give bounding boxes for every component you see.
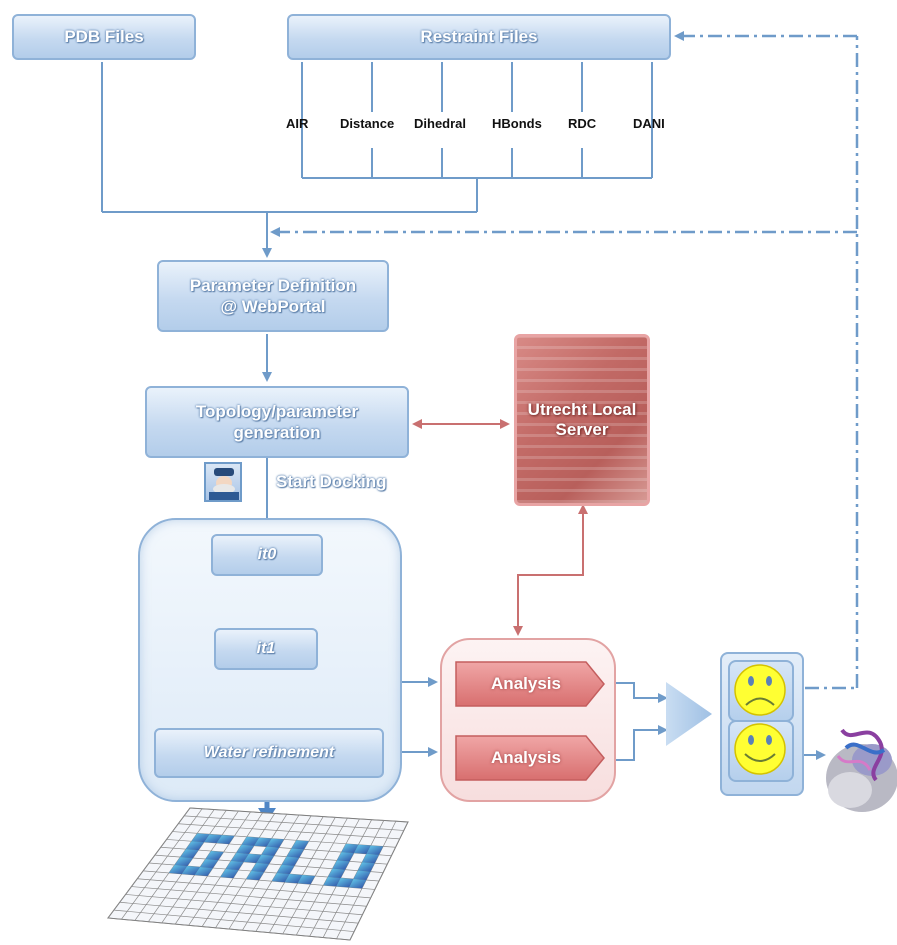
parameter-definition-box: Parameter Definition @ WebPortal: [157, 260, 389, 332]
restraint-tree-lines: [101, 62, 653, 258]
parameter-definition-line2: @ WebPortal: [220, 297, 326, 316]
analysis-arrow-shapes: [455, 661, 605, 781]
server-label-line1: Utrecht Local: [527, 399, 637, 419]
topology-line2: generation: [233, 423, 321, 442]
pdb-files-label: PDB Files: [64, 27, 144, 47]
it1-label: it1: [256, 640, 276, 657]
server-label-line2: Server: [555, 420, 609, 439]
pdb-files-box: PDB Files: [12, 14, 196, 60]
analysis-label-1: Analysis: [491, 674, 561, 693]
it0-label: it0: [257, 546, 277, 563]
analysis-label-2: Analysis: [491, 748, 561, 767]
protein-structure-illustration: [826, 728, 897, 812]
utrecht-local-server: Utrecht Local Server: [514, 334, 650, 506]
restraint-files-box: Restraint Files: [287, 14, 671, 60]
captain-avatar-icon: [204, 462, 242, 502]
restraint-type-distance: Distance: [340, 116, 395, 131]
topology-generation-box: Topology/parameter generation: [145, 386, 409, 458]
sad-face-icon: [734, 664, 786, 716]
it1-box: it1: [214, 628, 318, 670]
feedback-lines: [270, 31, 859, 690]
merge-triangle: [666, 682, 712, 746]
water-refinement-box: Water refinement: [154, 728, 384, 778]
topology-line1: Topology/parameter: [195, 401, 359, 421]
parameter-definition-line1: Parameter Definition: [189, 275, 357, 295]
restraint-type-dani: DANI: [633, 116, 665, 131]
water-refinement-label: Water refinement: [203, 744, 335, 761]
restraint-type-air: AIR: [286, 116, 309, 131]
restraint-type-rdc: RDC: [568, 116, 597, 131]
restraint-files-label: Restraint Files: [420, 27, 538, 47]
start-docking-label: Start Docking: [276, 472, 387, 491]
grid-illustration: [107, 807, 409, 941]
restraint-type-dihedral: Dihedral: [414, 116, 467, 131]
analysis-step-2: Analysis: [456, 736, 596, 780]
happy-face-icon: [734, 723, 786, 775]
restraint-type-hbonds: HBonds: [492, 116, 542, 131]
analysis-step-1: Analysis: [456, 662, 596, 706]
it0-box: it0: [211, 534, 323, 576]
server-connections: [412, 419, 588, 636]
